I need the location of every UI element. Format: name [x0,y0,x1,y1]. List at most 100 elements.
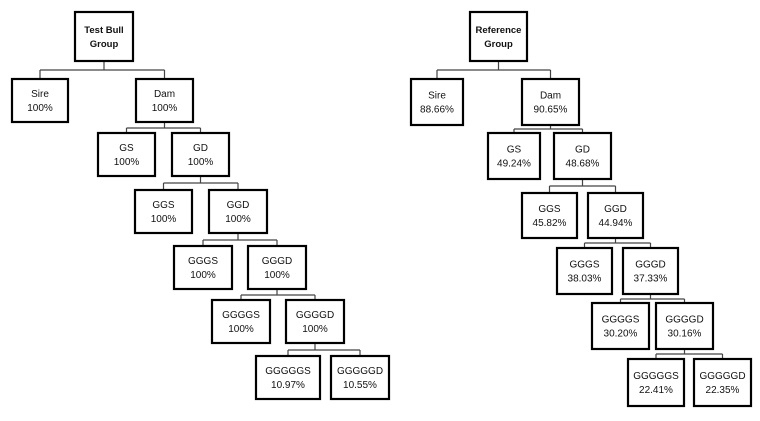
test-bull-connector-2 [125,122,202,133]
test-bull-connector-5 [240,289,316,300]
test-bull-connector-3 [162,176,239,190]
test-bull-node-ggggs-box [210,298,272,345]
test-bull-node-ggd-label: GGD [227,200,250,211]
reference-node-gggggs-value: 22.41% [639,385,673,396]
reference-root-node-value: Group [484,39,513,50]
reference-node-gggs-label: GGGS [569,260,599,271]
reference-node-ggd: GGD 44.94% [586,191,645,240]
reference-node-sire-label: Sire [428,91,446,102]
reference-node-ggs-box [520,191,579,240]
reference-node-ggggs-box [590,301,651,351]
test-bull-node-gggggd-label: GGGGGD [337,366,383,377]
reference-node-gd-value: 48.68% [566,159,600,170]
test-bull-tree: Test BullGroupSire100%Dam100%GS100%GD100… [10,10,391,401]
test-bull-node-ggggd-label: GGGGD [296,310,334,321]
reference-node-gggs-value: 38.03% [568,274,602,285]
reference-connector-6 [655,349,724,359]
reference-node-dam-label: Dam [540,91,561,102]
test-bull-node-ggd: GGD 100% [207,188,269,235]
reference-node-gd-label: GD [575,145,590,156]
reference-node-gs-box [486,131,542,181]
test-bull-node-gd-value: 100% [188,157,214,168]
reference-node-gggs-box [555,246,614,296]
reference-node-sire: Sire 88.66% [409,77,465,127]
test-bull-node-ggd-value: 100% [225,214,251,225]
test-bull-node-ggggs: GGGGS 100% [210,298,272,345]
reference-node-gggd-value: 37.33% [634,274,668,285]
test-bull-node-ggd-box [207,188,269,235]
test-bull-node-sire-label: Sire [31,89,49,100]
test-bull-node-gggs-label: GGGS [188,256,218,267]
test-bull-node-gs-box [96,131,157,178]
reference-node-gggggs-box [626,357,686,408]
reference-node-ggs-value: 45.82% [533,218,567,229]
reference-node-ggggs-value: 30.20% [604,329,638,340]
reference-node-ggggd-value: 30.16% [668,329,702,340]
reference-node-gggd-label: GGGD [635,260,666,271]
test-bull-node-dam-box [134,77,195,124]
test-bull-node-gggs-box [172,244,234,291]
test-bull-node-gs-label: GS [119,143,134,154]
test-bull-node-gggggs-box [254,354,322,401]
test-bull-node-gs: GS 100% [96,131,157,178]
test-bull-node-ggggd-box [284,298,346,345]
reference-node-ggggd: GGGGD 30.16% [654,301,715,351]
reference-node-gggggd-value: 22.35% [706,385,740,396]
test-bull-node-gggd-box [246,244,308,291]
reference-connector-4 [583,238,652,248]
reference-node-gs-label: GS [507,145,522,156]
test-bull-connector-6 [287,343,361,356]
test-bull-node-sire: Sire 100% [10,77,70,124]
test-bull-node-gd-box [170,131,231,178]
reference-node-sire-value: 88.66% [420,105,454,116]
test-bull-node-gggd-value: 100% [264,270,290,281]
reference-node-gggd: GGGD 37.33% [621,246,680,296]
reference-node-ggggd-box [654,301,715,351]
test-bull-node-gd-label: GD [193,143,208,154]
test-bull-node-sire-box [10,77,70,124]
test-bull-node-gggggd-value: 10.55% [343,380,377,391]
test-bull-node-sire-value: 100% [27,103,53,114]
reference-node-gd-box [552,131,613,181]
reference-node-ggd-value: 44.94% [599,218,633,229]
reference-node-ggggs: GGGGS 30.20% [590,301,651,351]
reference-node-ggggd-label: GGGGD [665,315,703,326]
reference-node-ggd-label: GGD [604,204,627,215]
reference-root-node-label: Reference [476,25,522,36]
test-bull-node-gs-value: 100% [114,157,140,168]
reference-node-gggggd-label: GGGGGD [699,371,745,382]
reference-node-ggs: GGS 45.82% [520,191,579,240]
reference-node-ggs-label: GGS [538,204,561,215]
reference-node-gggs: GGGS 38.03% [555,246,614,296]
reference-node-gd: GD 48.68% [552,131,613,181]
test-bull-connector-1 [39,61,166,79]
reference-node-gggggd: GGGGGD 22.35% [692,357,753,408]
test-bull-node-ggggs-label: GGGGS [222,310,260,321]
reference-connector-2 [513,125,584,133]
reference-node-gggd-box [621,246,680,296]
test-bull-node-ggs-value: 100% [151,214,177,225]
reference-root-node-box [468,10,529,63]
reference-connector-1 [436,61,552,79]
test-bull-node-gggggs-value: 10.97% [271,380,305,391]
test-bull-node-dam-value: 100% [152,103,178,114]
reference-node-ggd-box [586,191,645,240]
reference-node-gggggs-label: GGGGGS [633,371,679,382]
reference-node-ggggs-label: GGGGS [602,315,640,326]
test-bull-root-node-label: Test Bull [84,25,123,36]
test-bull-node-ggggs-value: 100% [228,324,254,335]
reference-connector-3 [548,179,617,193]
test-bull-node-ggs-box [133,188,194,235]
reference-tree: ReferenceGroupSire88.66%Dam90.65%GS49.24… [409,10,753,408]
test-bull-node-gggggd-box [329,354,391,401]
test-bull-node-gggggd: GGGGGD 10.55% [329,354,391,401]
